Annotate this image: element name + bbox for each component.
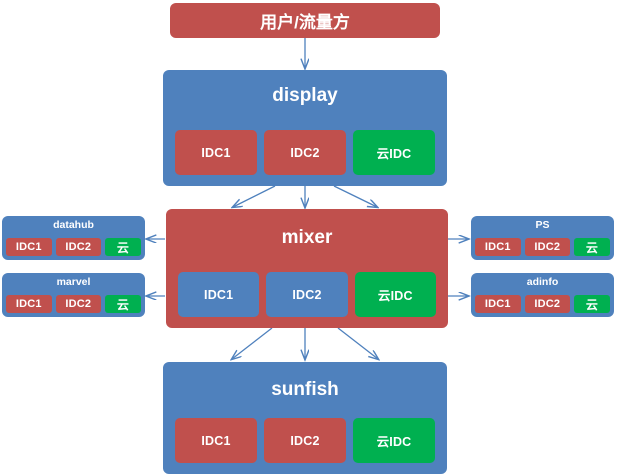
slot-datahub-idc1[interactable]: IDC1: [6, 238, 52, 256]
slot-adinfo-idc2-label: IDC2: [534, 298, 561, 310]
group-mixer-slots: IDC1 IDC2 云IDC: [166, 272, 448, 328]
slot-sunfish-idc2[interactable]: IDC2: [264, 418, 346, 463]
slot-display-idc2-label: IDC2: [290, 145, 320, 160]
slot-display-idc1-label: IDC1: [201, 145, 231, 160]
slot-marvel-idc1[interactable]: IDC1: [6, 295, 52, 313]
panel-ps-label: PS: [535, 219, 550, 231]
slot-sunfish-cloud-idc[interactable]: 云IDC: [353, 418, 435, 463]
slot-display-cloud-idc[interactable]: 云IDC: [353, 130, 435, 175]
arrow-mixer-to-sunfish-right: [337, 327, 378, 359]
arrow-display-to-mixer-right: [333, 185, 377, 207]
slot-mixer-cloud-idc[interactable]: 云IDC: [354, 272, 436, 317]
slot-sunfish-cloud-idc-label: 云IDC: [376, 435, 412, 449]
panel-ps[interactable]: PS IDC1 IDC2 云: [471, 216, 614, 260]
group-display-label: display: [272, 85, 338, 106]
group-sunfish-label: sunfish: [271, 379, 339, 400]
group-display[interactable]: display IDC1 IDC2 云IDC: [163, 70, 447, 186]
slot-marvel-idc1-label: IDC1: [15, 298, 42, 310]
slot-mixer-idc1-label: IDC1: [204, 287, 234, 302]
slot-adinfo-idc1-label: IDC1: [484, 298, 511, 310]
slot-mixer-cloud-idc-label: 云IDC: [377, 289, 413, 303]
slot-display-idc2[interactable]: IDC2: [264, 130, 346, 175]
slot-adinfo-cloud-label: 云: [585, 297, 599, 312]
slot-marvel-idc2[interactable]: IDC2: [55, 295, 101, 313]
slot-ps-idc2[interactable]: IDC2: [524, 238, 570, 256]
slot-adinfo-cloud[interactable]: 云: [574, 295, 610, 313]
panel-marvel[interactable]: marvel IDC1 IDC2 云: [2, 273, 145, 317]
panel-adinfo[interactable]: adinfo IDC1 IDC2 云: [471, 273, 614, 317]
group-mixer-label: mixer: [281, 227, 333, 248]
slot-mixer-idc2-label: IDC2: [292, 287, 322, 302]
group-sunfish[interactable]: sunfish IDC1 IDC2 云IDC: [163, 362, 447, 474]
slot-ps-idc2-label: IDC2: [534, 241, 561, 253]
panel-datahub-label: datahub: [53, 219, 94, 231]
slot-sunfish-idc2-label: IDC2: [290, 433, 320, 448]
slot-adinfo-idc2[interactable]: IDC2: [524, 295, 570, 313]
panel-marvel-label: marvel: [56, 276, 91, 288]
slot-marvel-cloud[interactable]: 云: [105, 295, 141, 313]
arrow-mixer-to-sunfish-left: [232, 327, 273, 359]
slot-sunfish-idc1[interactable]: IDC1: [175, 418, 257, 463]
slot-ps-cloud-label: 云: [585, 240, 599, 255]
panel-marvel-slots: IDC1 IDC2 云: [2, 295, 145, 317]
panel-datahub-slots: IDC1 IDC2 云: [2, 238, 145, 260]
slot-datahub-idc2[interactable]: IDC2: [55, 238, 101, 256]
banner-label: 用户/流量方: [260, 13, 350, 32]
slot-datahub-cloud-label: 云: [116, 240, 130, 255]
slot-mixer-idc2[interactable]: IDC2: [266, 272, 348, 317]
banner-users-traffic[interactable]: 用户/流量方: [170, 3, 440, 38]
slot-sunfish-idc1-label: IDC1: [201, 433, 231, 448]
slot-mixer-idc1[interactable]: IDC1: [178, 272, 260, 317]
group-sunfish-slots: IDC1 IDC2 云IDC: [163, 418, 447, 474]
group-display-slots: IDC1 IDC2 云IDC: [163, 130, 447, 186]
slot-display-idc1[interactable]: IDC1: [175, 130, 257, 175]
panel-adinfo-slots: IDC1 IDC2 云: [471, 295, 614, 317]
slot-ps-cloud[interactable]: 云: [574, 238, 610, 256]
slot-datahub-cloud[interactable]: 云: [105, 238, 141, 256]
slot-ps-idc1-label: IDC1: [484, 241, 511, 253]
panel-ps-slots: IDC1 IDC2 云: [471, 238, 614, 260]
slot-adinfo-idc1[interactable]: IDC1: [475, 295, 521, 313]
slot-datahub-idc1-label: IDC1: [15, 241, 42, 253]
panel-adinfo-label: adinfo: [526, 276, 559, 288]
slot-marvel-idc2-label: IDC2: [65, 298, 92, 310]
slot-marvel-cloud-label: 云: [116, 297, 130, 312]
slot-display-cloud-idc-label: 云IDC: [376, 147, 412, 161]
arrow-display-to-mixer-left: [233, 185, 276, 207]
panel-datahub[interactable]: datahub IDC1 IDC2 云: [2, 216, 145, 260]
slot-ps-idc1[interactable]: IDC1: [475, 238, 521, 256]
slot-datahub-idc2-label: IDC2: [65, 241, 92, 253]
group-mixer[interactable]: mixer IDC1 IDC2 云IDC: [166, 209, 448, 328]
